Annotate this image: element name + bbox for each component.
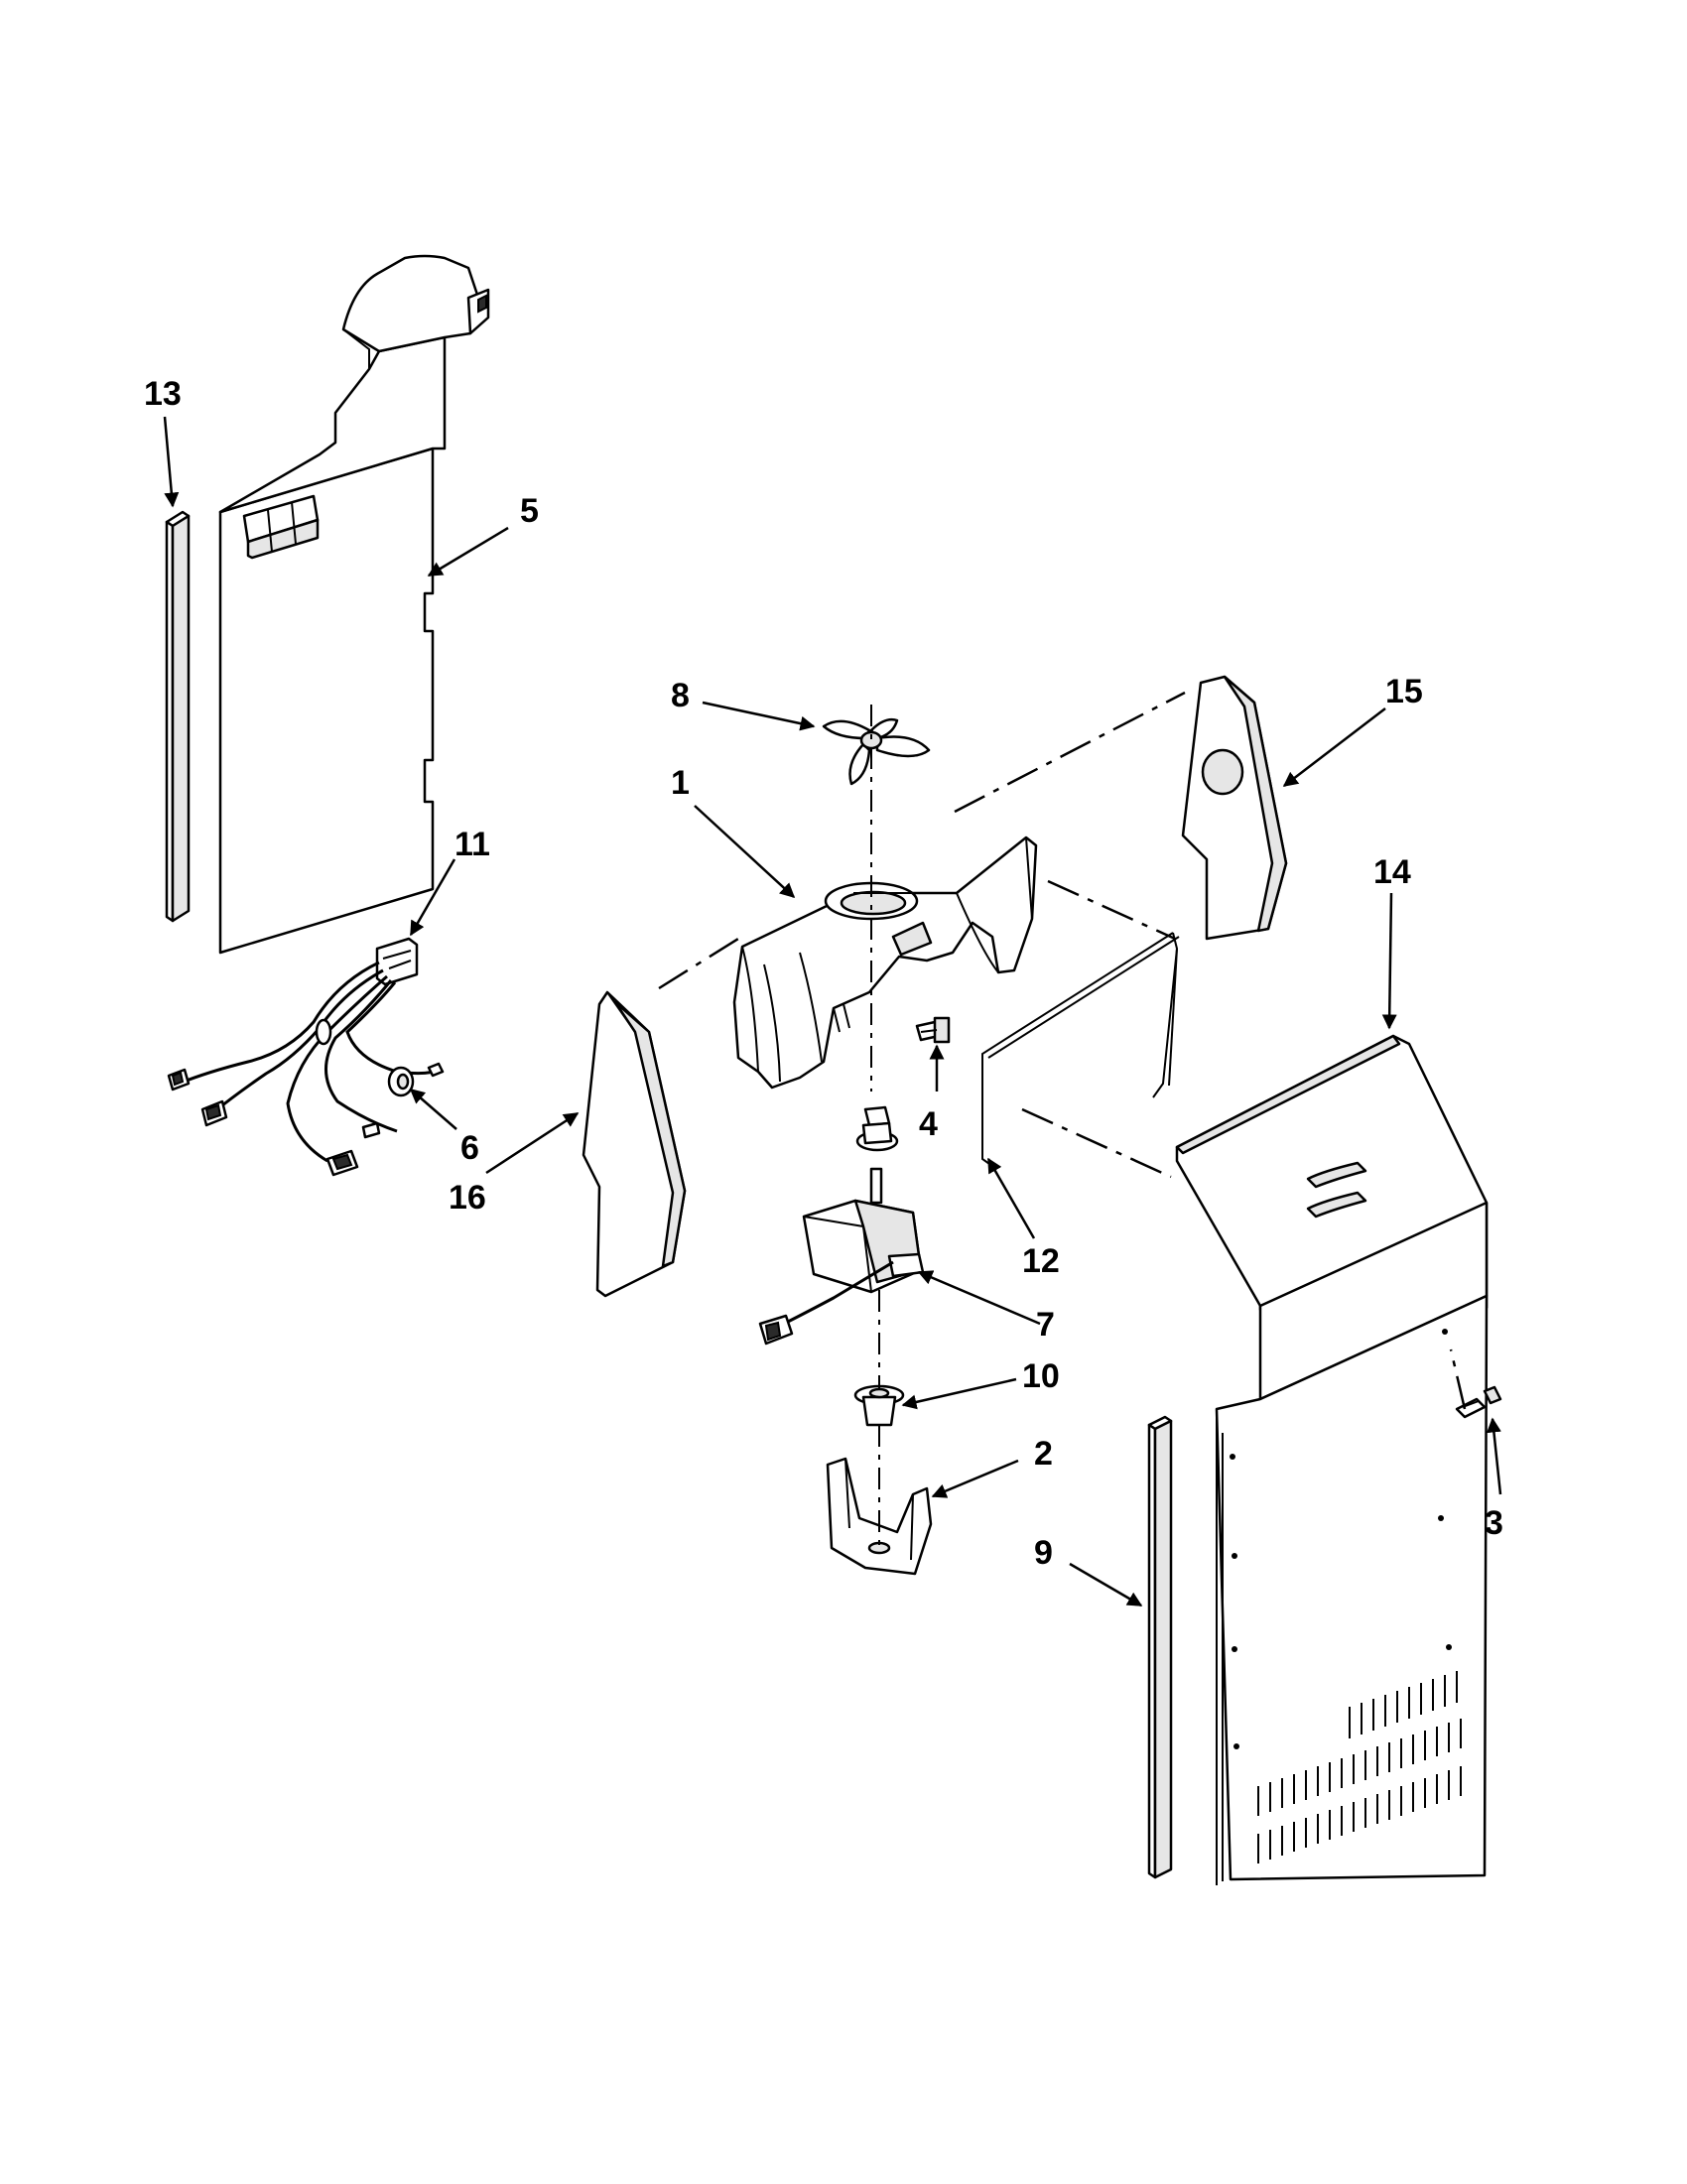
- callout-11: 11: [454, 826, 490, 863]
- callout-12: 12: [1022, 1242, 1060, 1280]
- callout-16: 16: [449, 1179, 486, 1217]
- upper-motor-grommet: [855, 1105, 899, 1152]
- part-5-air-duct-panel: [218, 254, 490, 955]
- callout-2: 2: [1034, 1435, 1053, 1473]
- part-13-gasket-strip: [165, 510, 191, 923]
- part-8-fan-blade: [822, 717, 931, 786]
- part-1-fan-housing: [732, 835, 1038, 1090]
- callout-3: 3: [1485, 1504, 1503, 1542]
- part-2-motor-bracket: [826, 1457, 933, 1576]
- callout-6: 6: [460, 1129, 479, 1167]
- callout-4: 4: [919, 1105, 938, 1143]
- part-16-left-cover: [582, 990, 687, 1298]
- part-11-wire-harness: [167, 937, 445, 1177]
- callout-8: 8: [671, 677, 690, 714]
- callout-7: 7: [1036, 1306, 1055, 1344]
- part-15-right-cover: [1181, 675, 1288, 941]
- part-4-screw: [915, 1016, 951, 1044]
- callout-10: 10: [1022, 1357, 1060, 1395]
- callout-1: 1: [671, 764, 690, 802]
- callout-9: 9: [1034, 1534, 1053, 1572]
- part-7-fan-motor: [758, 1167, 925, 1346]
- part-6-grommet: [387, 1066, 415, 1097]
- part-10-grommet: [853, 1384, 905, 1427]
- assembly-axis-lines: [658, 691, 1467, 1548]
- callout-14: 14: [1373, 853, 1411, 891]
- part-9-gasket-strip: [1147, 1415, 1173, 1879]
- rear-panel-vent-slots: [1257, 1671, 1462, 1863]
- callout-13: 13: [144, 375, 182, 413]
- callout-labels: 13 5 11 6 16 8 1 4 12 7 10 2 9 3 14 15: [144, 375, 1503, 1572]
- callout-leaders: [163, 416, 1502, 1607]
- callout-5: 5: [520, 492, 539, 530]
- callout-15: 15: [1385, 673, 1423, 710]
- part-14-rear-panel: [1175, 1034, 1489, 1885]
- part-3-screw: [1455, 1385, 1502, 1419]
